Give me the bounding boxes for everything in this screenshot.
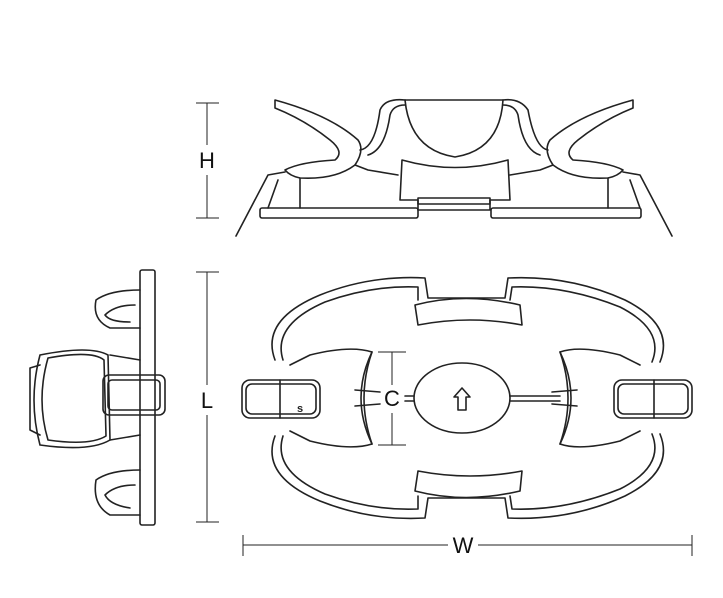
top-view: s C	[241, 276, 693, 520]
length-dimension: L	[196, 271, 219, 523]
center-dimension: C	[378, 351, 406, 446]
side-view: L	[29, 269, 219, 526]
width-dimension: W	[242, 533, 693, 558]
center-label: C	[384, 386, 400, 411]
height-dimension: H	[196, 102, 219, 219]
up-arrow-icon	[453, 387, 471, 411]
front-view: H	[196, 98, 673, 237]
marking-s: s	[297, 403, 303, 415]
height-label: H	[199, 148, 215, 173]
length-label: L	[201, 388, 213, 413]
width-label: W	[453, 533, 474, 558]
